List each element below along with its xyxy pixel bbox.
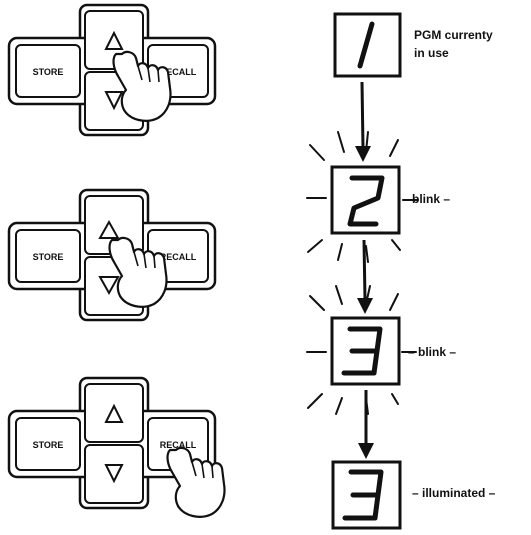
recall-label: RECALL <box>160 67 197 77</box>
step-2-label: – blink – <box>402 192 451 206</box>
step-3-label: – blink – <box>408 345 457 359</box>
up-arrow-icon <box>104 30 124 50</box>
display-step-2 <box>306 131 419 263</box>
digit-2 <box>347 175 385 227</box>
button-panel-2: STORE RECALL <box>7 188 217 322</box>
down-arrow-icon <box>104 464 124 484</box>
blink-rays <box>306 131 419 263</box>
step-4-label: – illuminated – <box>412 486 496 500</box>
down-arrow-icon <box>98 276 120 296</box>
digit-3 <box>342 469 384 521</box>
store-button[interactable] <box>15 417 81 471</box>
up-arrow-icon <box>98 219 120 239</box>
step-1-label-line-1: PGM currenty <box>414 28 493 42</box>
down-arrow-icon <box>104 91 124 111</box>
store-label: STORE <box>33 252 64 262</box>
store-label: STORE <box>33 67 64 77</box>
digit-1 <box>357 21 375 69</box>
down-button[interactable] <box>84 444 144 504</box>
arrow-down-icon <box>358 443 374 459</box>
store-label: STORE <box>33 440 64 450</box>
blink-rays <box>306 285 417 415</box>
store-button[interactable] <box>15 229 81 283</box>
digit-3 <box>341 326 383 376</box>
display-step-3 <box>306 285 417 415</box>
up-button[interactable] <box>84 383 144 443</box>
store-button[interactable] <box>15 44 81 98</box>
button-panel-3: STORE RECALL <box>7 376 226 518</box>
up-arrow-icon <box>104 403 124 423</box>
flow-arrows <box>355 81 374 459</box>
recall-label: RECALL <box>160 440 197 450</box>
arrow-down-icon <box>357 298 373 314</box>
recall-label: RECALL <box>160 252 197 262</box>
arrow-down-icon <box>355 146 371 162</box>
display-step-4 <box>331 460 402 530</box>
step-1-label-line-2: in use <box>414 46 449 60</box>
button-panel-1: STORE RECALL <box>7 3 217 137</box>
display-step-1 <box>333 12 402 78</box>
